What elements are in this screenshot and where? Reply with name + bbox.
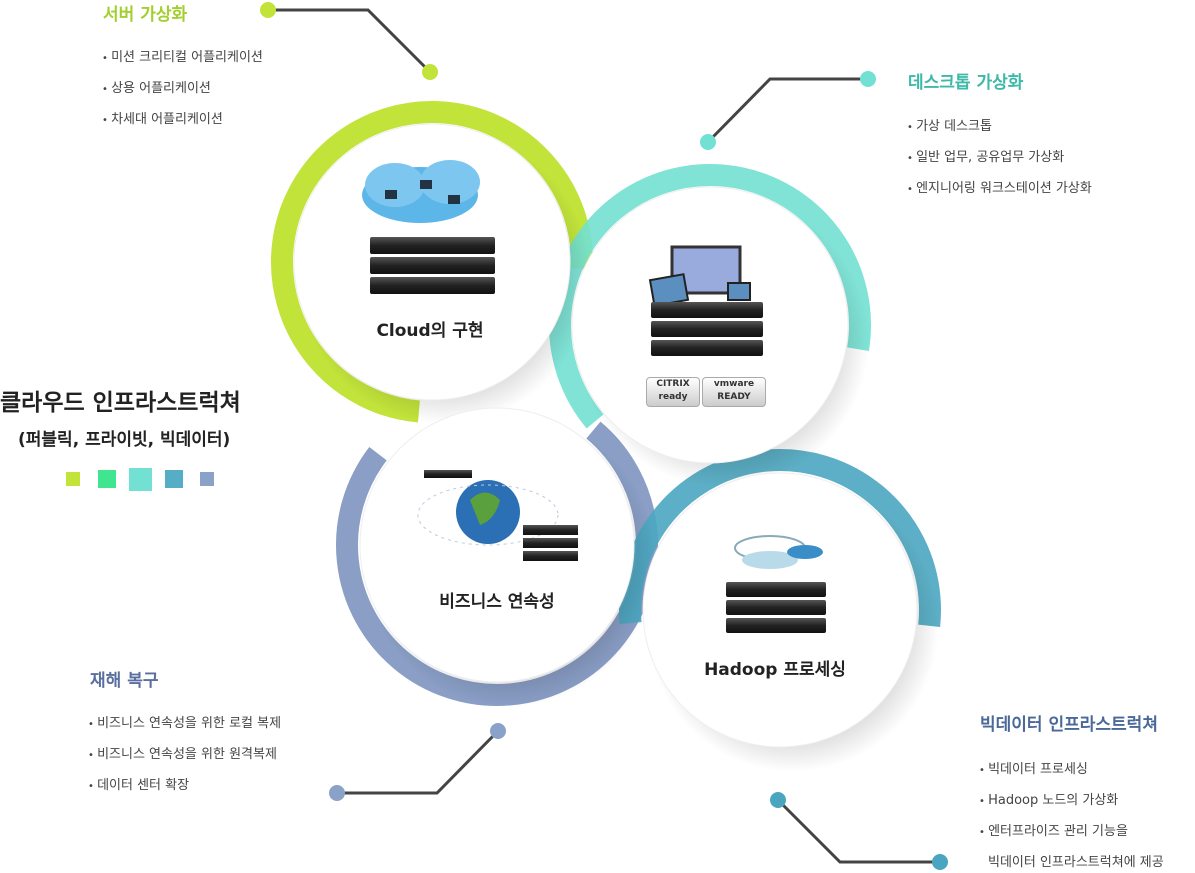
data-swirl-icon xyxy=(734,535,823,569)
section-list-bigdata: 빅데이터 프로세싱 Hadoop 노드의 가상화 엔터프라이즈 관리 기능을 빅… xyxy=(979,755,1164,873)
list-item: 비즈니스 연속성을 위한 원격복제 xyxy=(88,740,281,771)
connector-dot xyxy=(860,71,876,87)
list-item: 가상 데스크톱 xyxy=(907,112,1092,143)
section-list-dr: 비즈니스 연속성을 위한 로컬 복제 비즈니스 연속성을 위한 원격복제 데이터… xyxy=(88,709,281,802)
citrix-ready-badge: CITRIX ready xyxy=(646,377,700,407)
section-title-desktop: 데스크톱 가상화 xyxy=(908,73,1024,93)
cloud-network-icon xyxy=(362,160,480,223)
legend-swatch xyxy=(66,472,80,486)
server-stack-icon xyxy=(370,237,495,294)
connector-dot xyxy=(490,723,506,739)
list-item: Hadoop 노드의 가상화 xyxy=(979,786,1164,817)
connector-server xyxy=(268,8,432,74)
connector-desktop xyxy=(706,77,868,144)
main-title: 클라우드 인프라스트럭쳐 xyxy=(0,390,241,416)
server-stack-icon xyxy=(726,582,826,633)
section-list-server: 미션 크리티컬 어플리케이션 상용 어플리케이션 차세대 어플리케이션 xyxy=(102,43,263,136)
list-item: 엔지니어링 워크스테이션 가상화 xyxy=(907,174,1092,205)
connector-dot xyxy=(932,854,948,870)
server-stack-icon xyxy=(424,470,578,561)
circle-label-hadoop: Hadoop 프로세싱 xyxy=(704,660,846,680)
connector-dot xyxy=(329,785,345,801)
list-item: 데이터 센터 확장 xyxy=(88,771,281,802)
connector-bigdata xyxy=(776,798,940,864)
section-title-dr: 재해 복구 xyxy=(90,671,159,691)
list-item: 빅데이터 프로세싱 xyxy=(979,755,1164,786)
list-item: 상용 어플리케이션 xyxy=(102,74,263,105)
list-item: 엔터프라이즈 관리 기능을 xyxy=(979,817,1164,848)
circle-label-cloud: Cloud의 구현 xyxy=(376,321,484,341)
vmware-ready-badge: vmware READY xyxy=(702,377,766,407)
list-item: 차세대 어플리케이션 xyxy=(102,105,263,136)
connector-dot xyxy=(770,792,786,808)
section-list-desktop: 가상 데스크톱 일반 업무, 공유업무 가상화 엔지니어링 워크스테이션 가상화 xyxy=(907,112,1092,205)
connector-dot xyxy=(700,134,716,150)
legend-swatch xyxy=(165,470,183,488)
circle-label-business: 비즈니스 연속성 xyxy=(439,592,555,612)
list-item: 미션 크리티컬 어플리케이션 xyxy=(102,43,263,74)
legend-swatch xyxy=(98,470,116,488)
connector-dot xyxy=(260,2,276,18)
ring-desktop xyxy=(549,164,871,486)
section-title-bigdata: 빅데이터 인프라스트럭쳐 xyxy=(980,715,1158,735)
list-item: 일반 업무, 공유업무 가상화 xyxy=(907,143,1092,174)
legend-swatch xyxy=(200,472,214,486)
list-item: 비즈니스 연속성을 위한 로컬 복제 xyxy=(88,709,281,740)
devices-icon xyxy=(648,245,751,307)
sub-title: (퍼블릭, 프라이빗, 빅데이터) xyxy=(18,430,231,450)
globe-icon xyxy=(417,480,559,546)
list-item: 빅데이터 인프라스트럭쳐에 제공 xyxy=(988,855,1164,870)
legend-swatch xyxy=(129,468,152,491)
server-stack-icon xyxy=(651,302,763,356)
connector-dr xyxy=(337,729,500,795)
connector-dot xyxy=(422,64,438,80)
section-title-server: 서버 가상화 xyxy=(103,5,188,25)
